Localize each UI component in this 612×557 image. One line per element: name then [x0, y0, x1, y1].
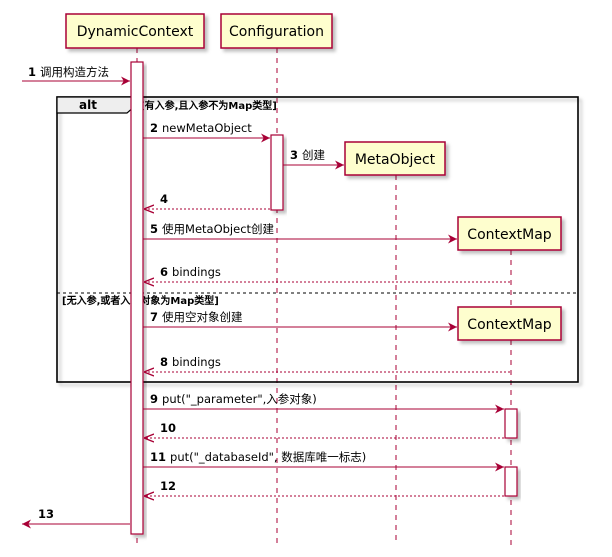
svg-text:12: 12: [160, 479, 176, 493]
alt-label: alt: [79, 98, 97, 112]
message-12: 12: [144, 479, 504, 496]
message-9: 9 put("_parameter",入参对象): [143, 392, 504, 414]
message-number: 4: [160, 192, 168, 206]
activation-context-map-put-1: [504, 408, 518, 439]
message-text: bindings: [172, 355, 221, 369]
message-5: 5 使用MetaObject创建: [143, 222, 457, 244]
activation-dynamic-context: [130, 61, 144, 535]
message-number: 3: [290, 148, 298, 162]
message-number: 6: [160, 265, 168, 279]
message-number: 5: [150, 222, 158, 236]
message-number: 11: [150, 450, 166, 464]
alt-frame: alt [有入参,且入参不为Map类型] [无入参,或者入参对象为Map类型]: [56, 96, 579, 383]
participant-label: DynamicContext: [77, 24, 194, 40]
message-7: 7 使用空对象创建: [143, 310, 457, 332]
message-number: 1: [28, 65, 36, 79]
message-3: 3 创建: [283, 148, 344, 170]
message-text: bindings: [172, 265, 221, 279]
message-text: 使用空对象创建: [162, 310, 243, 324]
svg-text:10: 10: [160, 421, 176, 435]
message-10: 10: [144, 421, 504, 438]
participant-configuration: Configuration: [220, 13, 333, 49]
message-text: 使用MetaObject创建: [162, 222, 275, 236]
message-number: 13: [38, 507, 54, 521]
svg-text:4: 4: [160, 192, 168, 206]
message-6: 6 bindings: [144, 265, 510, 282]
message-13: 13: [22, 507, 130, 529]
message-number: 8: [160, 355, 168, 369]
participant-dynamic-context: DynamicContext: [65, 13, 205, 49]
participant-label: MetaObject: [355, 152, 436, 168]
message-number: 9: [150, 392, 158, 406]
message-11: 11 put("_databaseId", 数据库唯一标志): [143, 450, 504, 472]
participant-label: ContextMap: [467, 317, 552, 333]
message-text: newMetaObject: [162, 121, 252, 135]
svg-text:13: 13: [38, 507, 54, 521]
message-text: 创建: [302, 148, 325, 162]
message-number: 10: [160, 421, 176, 435]
activation-configuration: [270, 134, 284, 211]
message-number: 12: [160, 479, 176, 493]
participant-label: ContextMap: [467, 227, 552, 243]
participant-label: Configuration: [229, 24, 324, 40]
message-text: 调用构造方法: [40, 65, 109, 79]
message-1: 1 调用构造方法: [22, 65, 130, 86]
message-8: 8 bindings: [144, 355, 510, 372]
message-4: 4: [144, 192, 270, 209]
svg-text:3创建: 3 创建: [290, 148, 326, 162]
participant-context-map-2: ContextMap: [457, 306, 562, 341]
alt-guard-1: [有入参,且入参不为Map类型]: [140, 99, 277, 112]
message-2: 2 newMetaObject: [143, 121, 270, 143]
message-text: put("_parameter",入参对象): [162, 392, 317, 406]
message-text: put("_databaseId", 数据库唯一标志): [170, 450, 366, 464]
participant-meta-object: MetaObject: [344, 141, 446, 176]
message-number: 7: [150, 310, 158, 324]
participant-context-map-1: ContextMap: [457, 216, 562, 251]
message-number: 2: [150, 121, 158, 135]
activation-context-map-put-2: [504, 466, 518, 497]
